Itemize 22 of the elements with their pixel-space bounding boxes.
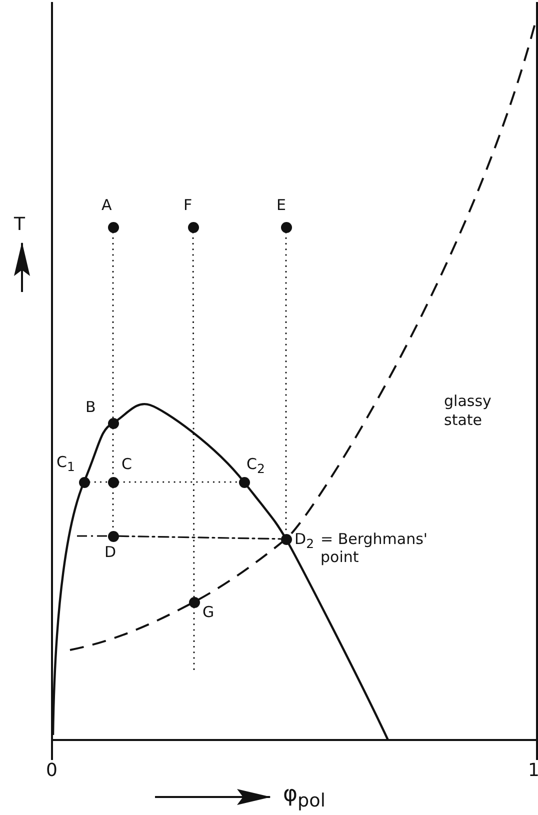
region-label: glassy state <box>444 392 492 430</box>
point-label: E <box>276 196 286 214</box>
annotation: = Berghmans' point <box>320 530 429 566</box>
point-label: D <box>104 542 116 560</box>
point-label: F <box>184 196 192 214</box>
axis-label: φ$_{pol}$ <box>283 782 326 814</box>
dotted-line <box>112 232 114 418</box>
dotted-line <box>118 481 240 483</box>
axis-label: T <box>14 214 25 236</box>
dotted-line <box>88 481 108 483</box>
point-label: C$_{1}$ <box>56 452 75 476</box>
point-label: D$_{2}$ <box>294 530 314 552</box>
dash-dot-line <box>118 535 282 540</box>
tick-label: 1 <box>528 760 538 782</box>
point-label: A <box>102 196 112 214</box>
point-label: B <box>86 398 96 416</box>
dotted-line <box>192 232 195 598</box>
point-label: C <box>122 454 132 472</box>
tick-label: 0 <box>46 760 58 782</box>
point-label: C$_{2}$ <box>246 454 265 478</box>
point-label: G <box>202 602 214 620</box>
dotted-line <box>193 606 195 671</box>
